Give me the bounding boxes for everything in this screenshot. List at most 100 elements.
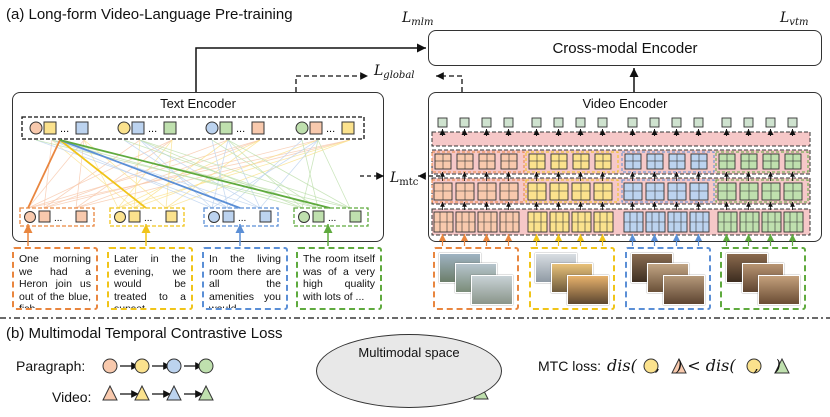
paragraph-circle-icon	[166, 358, 182, 374]
video-top-token	[743, 117, 754, 128]
ellipsis: ...	[326, 123, 335, 135]
text-strong-line	[59, 139, 147, 209]
section-a-title: (a) Long-form Video-Language Pre-trainin…	[6, 6, 293, 23]
video-top-token	[693, 117, 704, 128]
ellipsis: ...	[148, 123, 157, 135]
text-token-circle	[205, 121, 219, 135]
ellipsis: ...	[54, 213, 62, 224]
text-token-square	[38, 210, 51, 223]
text-token-square	[131, 121, 145, 135]
text-token-square	[309, 121, 323, 135]
video-top-token	[459, 117, 470, 128]
text-attention-line	[43, 139, 53, 209]
video-triangle-icon	[198, 384, 214, 401]
text-attention-line	[51, 139, 135, 209]
text-token-row-top	[21, 116, 365, 140]
text-token-circle	[298, 211, 310, 223]
text-encoder-label: Text Encoder	[160, 96, 236, 111]
section-b-title: (b) Multimodal Temporal Contrastive Loss	[6, 325, 283, 342]
video-clip-group	[621, 151, 715, 173]
ellipsis: ...	[328, 213, 336, 224]
text-token-circle	[295, 121, 309, 135]
text-token-square	[349, 210, 362, 223]
paragraph-box-4: The room itself was of a very high quali…	[296, 247, 382, 310]
text-token-circle	[117, 121, 131, 135]
text-attention-line	[27, 139, 173, 209]
cross-modal-encoder: Cross-modal Encoder	[428, 30, 822, 66]
video-encoder-box: Video Encoder	[428, 92, 822, 242]
mtc-loss-label: MTC loss:	[538, 358, 601, 374]
video-clip-group	[525, 151, 619, 173]
formula-circle-icon	[643, 358, 659, 374]
video-clip-group	[431, 151, 525, 173]
text-attention-line	[51, 139, 261, 209]
video-top-token	[575, 117, 586, 128]
text-token-square	[222, 210, 235, 223]
text-token-square	[163, 121, 177, 135]
text-attention-line	[317, 139, 351, 209]
text-token-square	[219, 121, 233, 135]
text-attention-line	[35, 139, 319, 209]
text-attention-line	[43, 139, 141, 209]
text-attention-line	[139, 139, 351, 209]
text-token-circle	[208, 211, 220, 223]
text-attention-line	[165, 139, 173, 209]
legend-video-label: Video:	[52, 389, 92, 405]
loss-global-label: Lglobal	[374, 63, 415, 81]
paragraph-box-2: Later in the evening, we would be treate…	[107, 247, 193, 310]
text-attention-line	[165, 139, 261, 209]
video-clip-group	[715, 179, 809, 203]
video-layer-top	[431, 131, 811, 147]
text-attention-line	[27, 139, 261, 209]
text-attention-line	[133, 139, 319, 209]
video-clip-group	[621, 179, 715, 203]
text-token-square	[43, 121, 57, 135]
text-token-square	[259, 210, 272, 223]
video-clip-box-2	[529, 247, 615, 310]
text-attention-line	[117, 139, 261, 209]
paragraph-circle-icon	[134, 358, 150, 374]
text-token-circle	[29, 121, 43, 135]
mtc-formula: dis(,) < dis(,)	[607, 356, 781, 375]
text-token-group	[293, 207, 369, 227]
text-attention-line	[83, 139, 167, 209]
text-token-group	[109, 207, 185, 227]
video-top-token	[531, 117, 542, 128]
video-triangle-icon	[102, 384, 118, 401]
loss-vtm-label: Lvtm	[780, 10, 809, 28]
text-token-circle	[24, 211, 36, 223]
paragraph-box-1: One morning we had a Heron join us out o…	[12, 247, 98, 310]
paragraph-box-3: In the living room there are all the ame…	[202, 247, 288, 310]
text-token-group	[203, 207, 279, 227]
video-top-token	[765, 117, 776, 128]
video-clip-box-4	[720, 247, 806, 310]
multimodal-space-ellipse: Multimodal space	[316, 334, 502, 408]
text-encoder-box: Text Encoder	[12, 92, 384, 242]
video-frame	[567, 275, 609, 305]
video-top-token	[503, 117, 514, 128]
ellipsis: ...	[60, 123, 69, 135]
text-token-square	[341, 121, 355, 135]
video-triangle-icon	[166, 384, 182, 401]
text-attention-line	[117, 139, 351, 209]
ellipsis: ...	[236, 123, 245, 135]
video-top-token	[553, 117, 564, 128]
text-token-square	[128, 210, 141, 223]
video-triangle-icon	[134, 384, 150, 401]
video-frame	[663, 275, 705, 305]
text-strong-line	[59, 139, 331, 209]
text-attention-line	[43, 139, 229, 209]
formula-circle-icon	[746, 358, 762, 374]
text-token-square	[75, 210, 88, 223]
video-top-token	[671, 117, 682, 128]
text-token-circle	[114, 211, 126, 223]
text-attention-line	[133, 139, 141, 209]
global-right-arrow	[436, 72, 463, 92]
text-attention-line	[35, 139, 229, 209]
loss-mtc-label: Lmtc	[390, 170, 419, 188]
text-attention-line	[227, 139, 351, 209]
video-top-token	[787, 117, 798, 128]
video-top-token	[649, 117, 660, 128]
video-clip-group	[431, 179, 525, 203]
